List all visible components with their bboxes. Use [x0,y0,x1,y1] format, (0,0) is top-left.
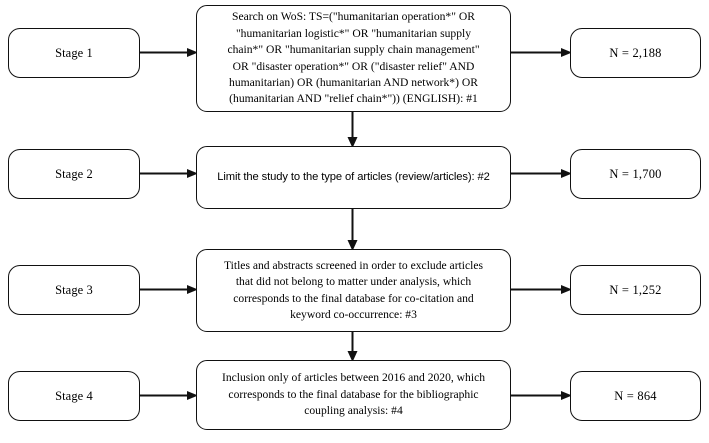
arrow-content1-to-content2 [347,111,358,148]
content-text-1: Search on WoS: TS=("humanitarian operati… [227,10,480,106]
content-box-2[interactable]: Limit the study to the type of articles … [196,146,511,209]
stage-box-3[interactable]: Stage 3 [8,265,140,315]
count-label-1: N = 2,188 [609,45,662,60]
content-box-1[interactable]: Search on WoS: TS=("humanitarian operati… [196,5,511,112]
stage-label-2: Stage 2 [55,166,93,181]
arrow-content2-to-content3 [347,208,358,251]
count-label-4: N = 864 [614,388,657,403]
count-box-4[interactable]: N = 864 [570,371,701,421]
stage-box-4[interactable]: Stage 4 [8,371,140,421]
arrow-stage3-to-content3 [140,285,198,294]
stage-label-4: Stage 4 [55,388,93,403]
arrow-content4-to-count4 [511,391,572,400]
count-box-2[interactable]: N = 1,700 [570,149,701,199]
content-text-2: Limit the study to the type of articles … [217,170,490,183]
stage-label-1: Stage 1 [55,45,93,60]
arrow-stage1-to-content1 [140,48,198,57]
arrow-content3-to-content4 [347,331,358,362]
arrow-content1-to-count1 [511,48,572,57]
count-box-3[interactable]: N = 1,252 [570,265,701,315]
content-text-4: Inclusion only of articles between 2016 … [221,371,486,418]
content-box-4[interactable]: Inclusion only of articles between 2016 … [196,360,511,430]
count-label-2: N = 1,700 [609,166,662,181]
arrow-stage2-to-content2 [140,169,198,178]
count-label-3: N = 1,252 [609,282,662,297]
arrow-content3-to-count3 [511,285,572,294]
content-box-3[interactable]: Titles and abstracts screened in order t… [196,249,511,332]
stage-label-3: Stage 3 [55,282,93,297]
content-text-3: Titles and abstracts screened in order t… [223,258,484,321]
count-box-1[interactable]: N = 2,188 [570,28,701,78]
arrow-stage4-to-content4 [140,391,198,400]
stage-box-2[interactable]: Stage 2 [8,149,140,199]
arrow-content2-to-count2 [511,169,572,178]
stage-box-1[interactable]: Stage 1 [8,28,140,78]
